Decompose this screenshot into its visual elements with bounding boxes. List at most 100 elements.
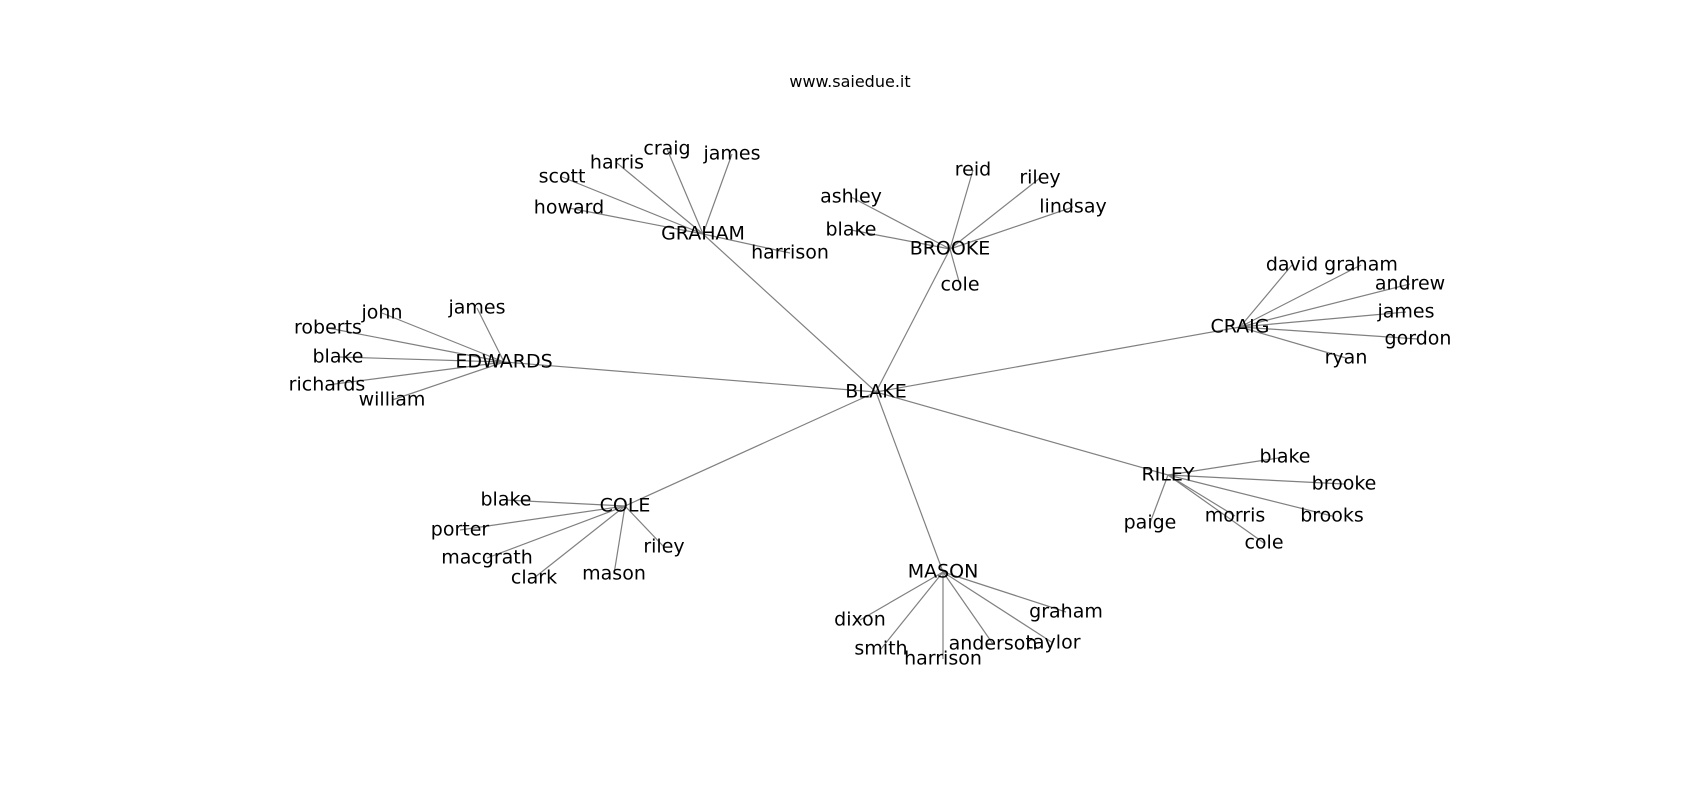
leaf-node-riley-paige: paige bbox=[1124, 512, 1177, 534]
edge-craig-james bbox=[1239, 311, 1407, 328]
leaf-node-cole-blake: blake bbox=[481, 489, 532, 511]
leaf-node-graham-craig: craig bbox=[643, 138, 690, 160]
leaf-node-cole-porter: porter bbox=[431, 519, 490, 541]
edge-riley-blake bbox=[1167, 456, 1286, 476]
leaf-node-craig-james: james bbox=[1376, 301, 1434, 323]
leaf-node-craig-gordon: gordon bbox=[1385, 328, 1452, 350]
leaf-node-graham-howard: howard bbox=[534, 197, 604, 219]
edge-riley-brooks bbox=[1167, 474, 1333, 517]
leaf-node-craig-andrew: andrew bbox=[1375, 273, 1445, 295]
hub-node-graham: GRAHAM bbox=[661, 223, 745, 245]
leaf-node-graham-james: james bbox=[702, 143, 760, 165]
leaf-node-brooke-cole: cole bbox=[940, 274, 979, 296]
edge-brooke-reid bbox=[949, 169, 974, 250]
watermark-title: www.saiedue.it bbox=[789, 72, 911, 91]
leaf-node-mason-smith: smith bbox=[854, 638, 907, 660]
edge-riley-paige bbox=[1149, 474, 1169, 524]
leaf-node-graham-scott: scott bbox=[539, 166, 586, 188]
edge-craig-ryan bbox=[1239, 326, 1347, 359]
leaf-node-edwards-william: william bbox=[359, 389, 426, 411]
leaf-node-graham-harrison: harrison bbox=[751, 242, 829, 264]
edge-edwards-william bbox=[391, 361, 505, 401]
leaf-node-riley-blake: blake bbox=[1260, 446, 1311, 468]
edge-graham-james bbox=[702, 153, 733, 235]
edge-mason-smith bbox=[880, 571, 944, 650]
edge-brooke-lindsay bbox=[949, 206, 1074, 250]
edge-graham-harrison bbox=[702, 233, 791, 254]
leaf-node-riley-brooke: brooke bbox=[1312, 473, 1377, 495]
leaf-node-edwards-john: john bbox=[361, 302, 403, 324]
leaf-node-craig-david: david bbox=[1266, 254, 1318, 276]
leaf-node-riley-morris: morris bbox=[1205, 505, 1266, 527]
edge-brooke-cole bbox=[949, 248, 961, 286]
edge-mason-graham bbox=[942, 571, 1067, 613]
root-node-blake: BLAKE bbox=[845, 381, 907, 403]
edge-cole-mason bbox=[613, 505, 626, 575]
leaf-node-mason-anderson: anderson bbox=[949, 633, 1038, 655]
leaf-node-craig-ryan: ryan bbox=[1325, 347, 1368, 369]
hub-node-edwards: EDWARDS bbox=[455, 351, 552, 373]
edge-craig-graham bbox=[1239, 264, 1362, 328]
edge-riley-brooke bbox=[1167, 474, 1345, 485]
edge-riley-cole bbox=[1167, 474, 1265, 544]
edge-craig-david bbox=[1239, 264, 1293, 328]
hub-node-cole: COLE bbox=[600, 495, 651, 517]
edge-root-cole bbox=[624, 391, 877, 507]
leaf-node-brooke-reid: reid bbox=[955, 159, 991, 181]
edge-root-graham bbox=[702, 233, 877, 393]
edge-edwards-blake bbox=[337, 356, 505, 363]
leaf-node-edwards-richards: richards bbox=[289, 374, 366, 396]
leaf-node-edwards-roberts: roberts bbox=[294, 317, 362, 339]
leaf-node-mason-harrison: harrison bbox=[904, 648, 982, 670]
leaf-node-brooke-lindsay: lindsay bbox=[1039, 196, 1106, 218]
leaf-node-cole-macgrath: macgrath bbox=[441, 547, 533, 569]
edge-brooke-ashley bbox=[850, 196, 951, 250]
leaf-node-craig-graham: graham bbox=[1324, 254, 1398, 276]
hub-node-craig: CRAIG bbox=[1210, 316, 1269, 338]
edge-layer bbox=[326, 148, 1419, 659]
edge-root-edwards bbox=[503, 361, 877, 393]
leaf-node-mason-dixon: dixon bbox=[834, 609, 886, 631]
edge-root-craig bbox=[875, 326, 1241, 393]
edge-edwards-richards bbox=[326, 361, 505, 386]
edge-graham-harris bbox=[616, 162, 704, 235]
edge-graham-craig bbox=[666, 148, 704, 235]
leaf-node-edwards-blake: blake bbox=[313, 346, 364, 368]
edge-mason-taylor bbox=[942, 571, 1054, 644]
edge-edwards-john bbox=[381, 312, 505, 363]
edge-cole-porter bbox=[459, 505, 626, 531]
leaf-node-cole-riley: riley bbox=[643, 536, 684, 558]
edge-brooke-blake bbox=[850, 229, 951, 250]
leaf-node-cole-mason: mason bbox=[582, 563, 646, 585]
leaf-node-brooke-ashley: ashley bbox=[820, 186, 882, 208]
leaf-node-brooke-blake: blake bbox=[826, 219, 877, 241]
edge-graham-howard bbox=[568, 207, 704, 235]
hub-node-brooke: BROOKE bbox=[910, 238, 991, 260]
edge-cole-blake bbox=[505, 499, 626, 507]
edge-mason-anderson bbox=[942, 571, 994, 645]
leaf-node-mason-taylor: taylor bbox=[1025, 632, 1080, 654]
leaf-node-cole-clark: clark bbox=[511, 567, 557, 589]
leaf-node-mason-graham: graham bbox=[1029, 601, 1103, 623]
edge-brooke-riley bbox=[949, 177, 1041, 250]
edge-cole-riley bbox=[624, 505, 665, 548]
edge-craig-gordon bbox=[1239, 326, 1419, 340]
edge-graham-scott bbox=[561, 176, 704, 235]
hub-node-mason: MASON bbox=[908, 561, 979, 583]
edge-root-brooke bbox=[875, 248, 951, 393]
edge-riley-morris bbox=[1167, 474, 1236, 517]
edge-root-mason bbox=[875, 391, 944, 573]
edge-cole-macgrath bbox=[486, 505, 626, 559]
edge-root-riley bbox=[875, 391, 1169, 476]
edge-edwards-james bbox=[476, 307, 505, 363]
leaf-node-riley-brooks: brooks bbox=[1300, 505, 1364, 527]
leaf-node-edwards-james: james bbox=[447, 297, 505, 319]
leaf-node-graham-harris: harris bbox=[590, 152, 644, 174]
edge-craig-andrew bbox=[1239, 283, 1411, 328]
hub-node-riley: RILEY bbox=[1141, 464, 1194, 486]
leaf-node-brooke-riley: riley bbox=[1019, 167, 1060, 189]
edge-mason-dixon bbox=[859, 571, 944, 621]
leaf-node-riley-cole: cole bbox=[1244, 532, 1283, 554]
